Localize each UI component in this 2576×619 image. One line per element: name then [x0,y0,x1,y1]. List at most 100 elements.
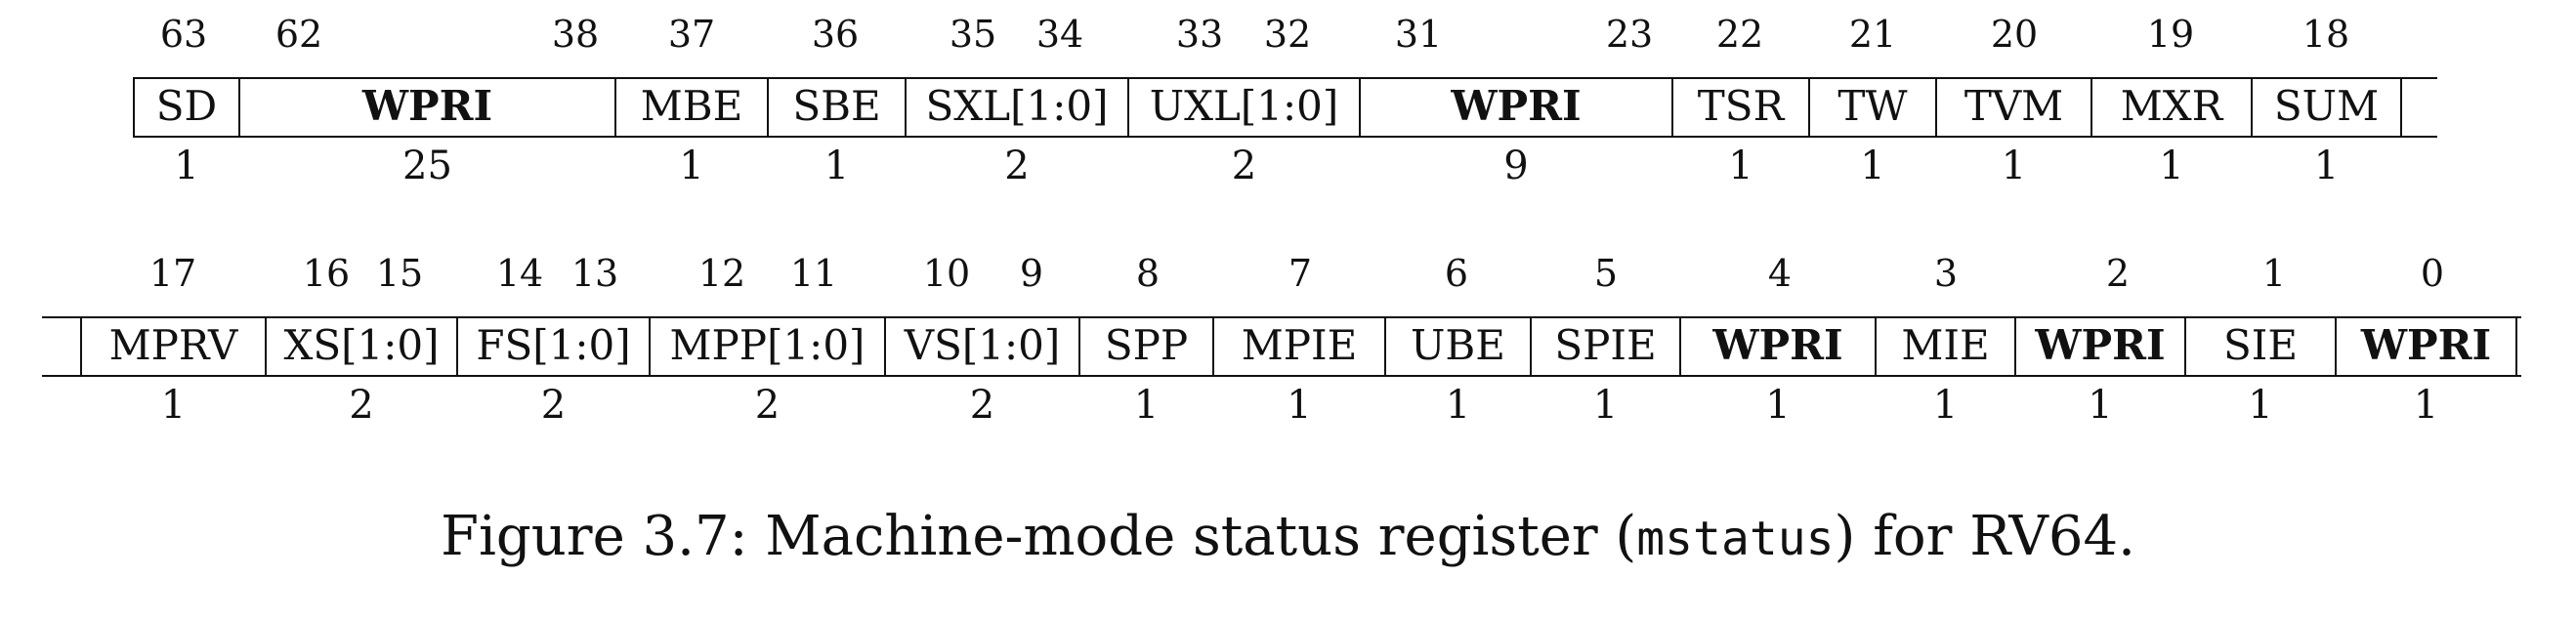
field-sum: SUM [2273,82,2380,130]
field-mxr: MXR [2120,82,2223,130]
field-width: 2 [969,383,995,428]
field-divider [80,316,82,377]
field-divider [2515,316,2517,377]
field-divider [2184,316,2186,377]
field-mprv: MPRV [108,321,238,369]
register-border [42,316,2521,318]
field-mpie: MPIE [1241,321,1358,369]
field-divider [238,77,240,138]
field-ube: UBE [1411,321,1505,369]
field-divider [1935,77,1937,138]
field-width: 1 [174,144,199,188]
bit-number: 3 [1933,252,1959,295]
field-width: 1 [2001,144,2027,188]
field-width: 25 [402,144,452,188]
caption-code: mstatus [1636,512,1835,566]
field-divider [1671,77,1673,138]
field-sie: SIE [2222,321,2299,369]
bit-number: 17 [148,252,197,295]
field-divider [1808,77,1810,138]
field-divider [2090,77,2092,138]
field-width: 2 [1004,144,1030,188]
field-divider [884,316,886,377]
bit-number: 12 [697,252,746,295]
bit-number: 35 [949,13,997,56]
field-width: 1 [1133,383,1160,428]
field-width: 1 [1860,144,1885,188]
bit-number: 6 [1444,252,1469,295]
field-wpri: WPRI [1451,82,1582,130]
field-divider [1078,316,1080,377]
field-divider [1212,316,1214,377]
bit-number: 16 [302,252,351,295]
bit-number: 10 [922,252,971,295]
field-width: 1 [1287,383,1312,428]
bit-number: 18 [2302,13,2350,56]
bit-number: 0 [2420,252,2445,295]
field-width: 2 [754,383,781,428]
bit-number: 37 [667,13,716,56]
bit-number: 31 [1394,13,1443,56]
field-divider [133,77,135,138]
field-width: 1 [1445,383,1471,428]
field-width: 2 [540,383,567,428]
bit-number: 20 [1990,13,2039,56]
field-width: 1 [1765,383,1791,428]
field-divider [1530,316,1532,377]
bit-number: 8 [1135,252,1161,295]
field-spie: SPIE [1554,321,1657,369]
field-wpri: WPRI [1712,321,1843,369]
field-divider [767,77,769,138]
bit-number: 7 [1288,252,1313,295]
field-divider [2335,316,2337,377]
field-width: 1 [1592,383,1619,428]
field-width: 1 [823,144,850,188]
field-divider [905,77,907,138]
figure-caption: Figure 3.7: Machine-mode status register… [0,503,2576,571]
field-width: 1 [2248,383,2273,428]
bit-number: 11 [789,252,838,295]
field-width: 1 [2313,144,2340,188]
field-uxl-1-0: UXL[1:0] [1149,82,1339,130]
field-width: 1 [2159,144,2184,188]
field-divider [1359,77,1361,138]
bit-number: 22 [1715,13,1764,56]
field-divider [265,316,267,377]
field-divider [1127,77,1129,138]
bit-number: 32 [1263,13,1312,56]
bit-number: 33 [1175,13,1224,56]
register-border [42,375,2521,377]
field-tsr: TSR [1697,82,1785,130]
caption-suffix: ) for RV64. [1834,505,2135,568]
field-width: 9 [1503,144,1529,188]
field-divider [1875,316,1877,377]
bit-number: 14 [495,252,544,295]
bit-number: 15 [375,252,424,295]
field-width: 2 [349,383,374,428]
field-tw: TW [1837,82,1908,130]
field-wpri: WPRI [2360,321,2492,369]
bit-number: 1 [2261,252,2287,295]
field-xs-1-0: XS[1:0] [283,321,440,369]
field-sd: SD [155,82,218,130]
field-mpp-1-0: MPP[1:0] [669,321,866,369]
bit-number: 38 [551,13,600,56]
field-tvm: TVM [1964,82,2064,130]
bit-number: 2 [2105,252,2131,295]
bit-number: 19 [2146,13,2195,56]
bit-number: 9 [1019,252,1044,295]
bit-number: 62 [274,13,323,56]
field-width: 1 [2088,383,2113,428]
bit-number: 36 [811,13,860,56]
field-divider [2251,77,2253,138]
field-divider [1679,316,1681,377]
field-divider [2014,316,2016,377]
register-border [134,136,2437,138]
field-wpri: WPRI [2035,321,2166,369]
field-divider [649,316,651,377]
field-sxl-1-0: SXL[1:0] [925,82,1109,130]
field-wpri: WPRI [361,82,493,130]
